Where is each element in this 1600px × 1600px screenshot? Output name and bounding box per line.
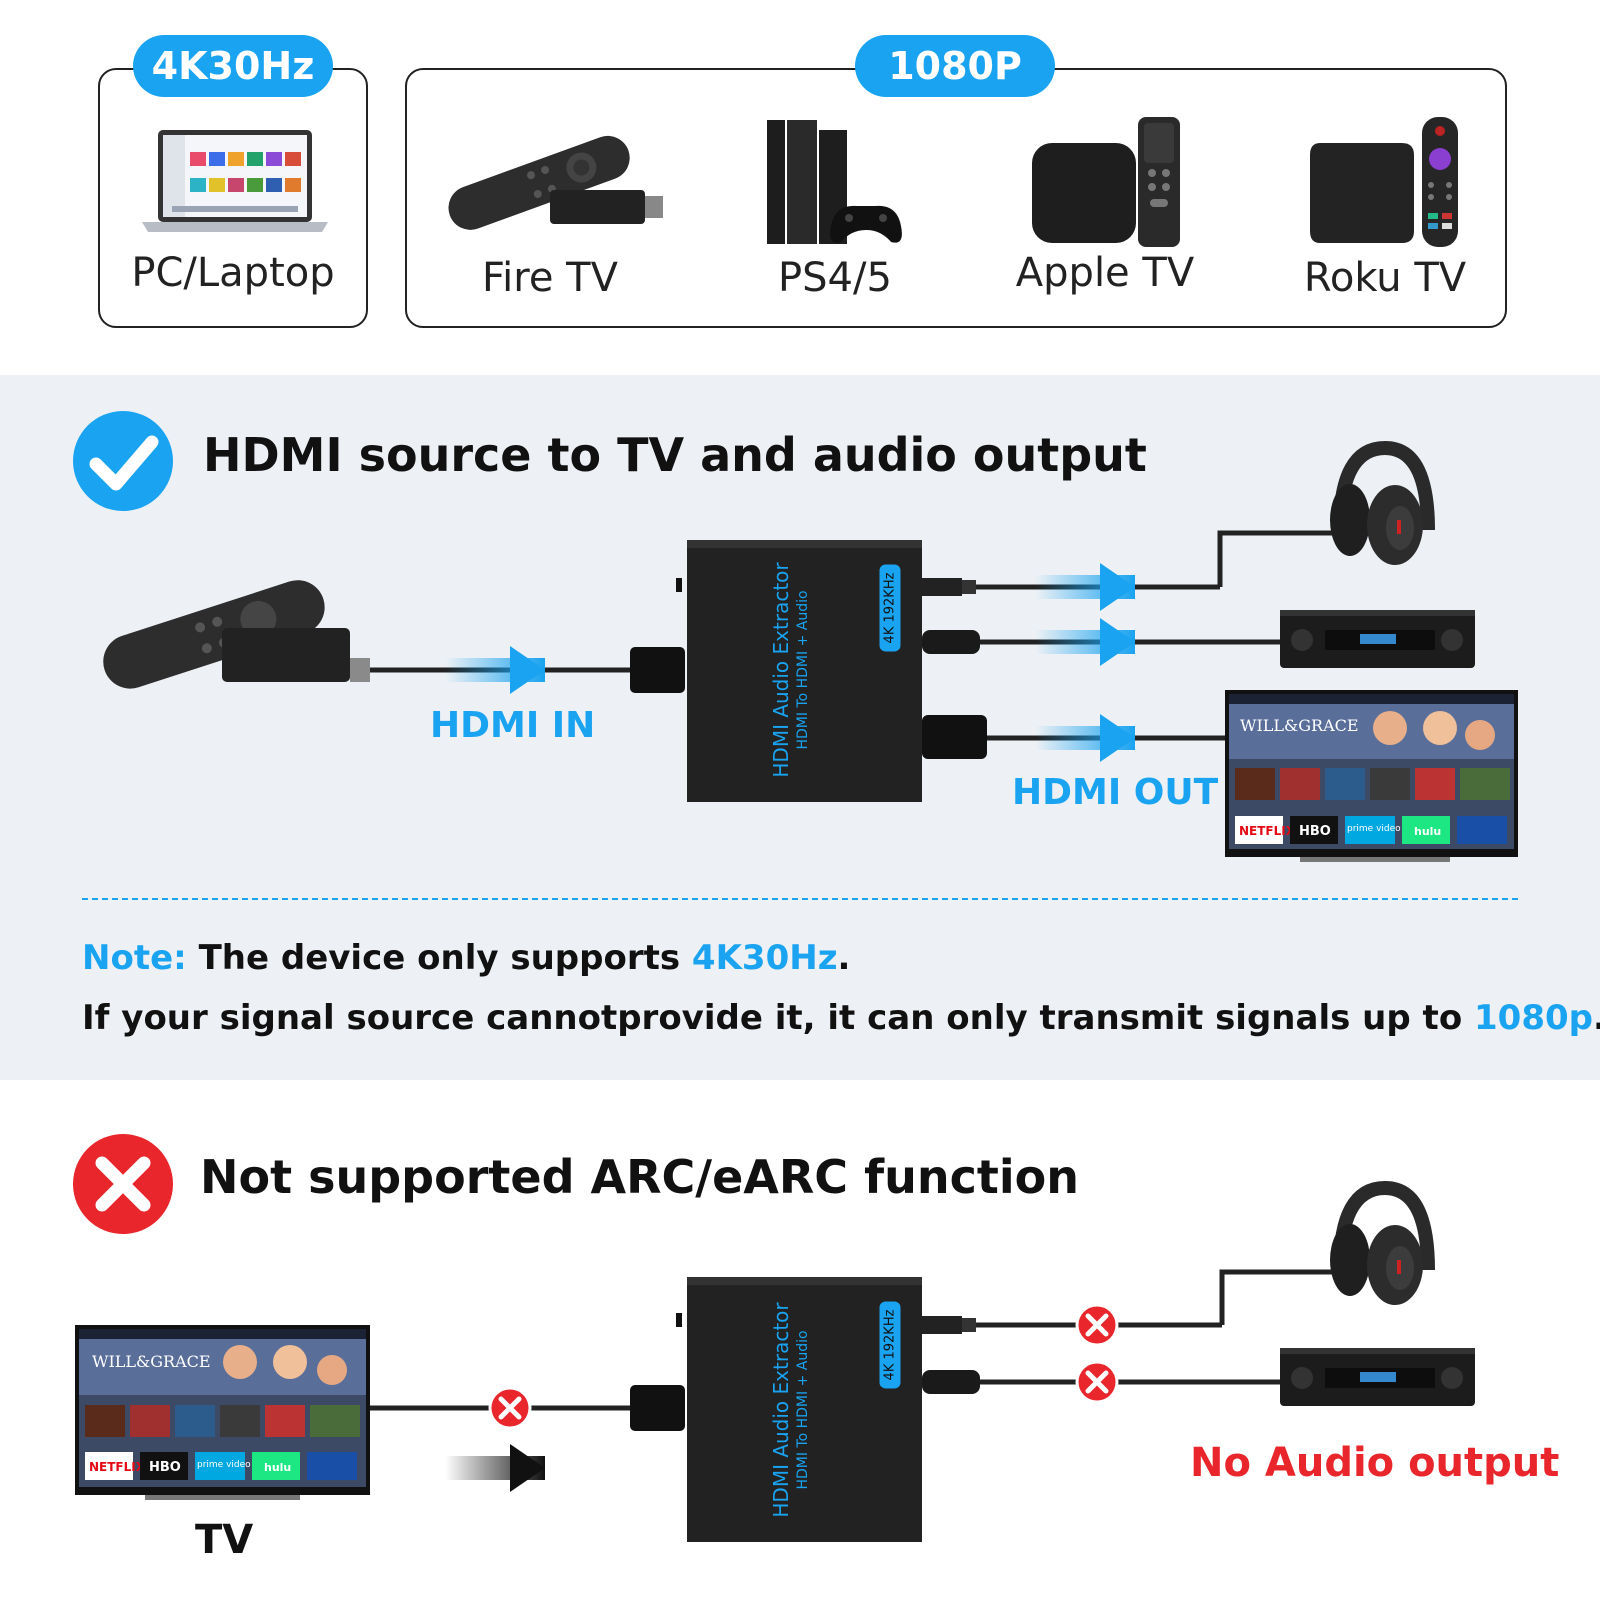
headphones-icon xyxy=(1330,440,1435,565)
svg-text:prime video: prime video xyxy=(1347,824,1401,834)
supported-heading: HDMI source to TV and audio output xyxy=(203,428,1147,482)
divider xyxy=(82,898,1518,900)
note-end: . xyxy=(837,938,851,978)
blocked-headphone-icon xyxy=(1075,1303,1119,1347)
roku-tv-label: Roku TV xyxy=(1303,255,1467,301)
extractor-label-2: HDMI Audio Extractor HDMI To HDMI + Audi… xyxy=(769,1302,814,1518)
fire-tv-stick-icon xyxy=(448,135,663,230)
svg-text:NETFLIX: NETFLIX xyxy=(1239,824,1296,838)
svg-text:WILL&GRACE: WILL&GRACE xyxy=(92,1352,211,1371)
pc-resolution-badge: 4K30Hz xyxy=(133,35,333,97)
check-circle-icon xyxy=(73,411,173,511)
extractor-name-2: HDMI Audio Extractor xyxy=(769,1302,793,1518)
extractor-subtitle-2: HDMI To HDMI + Audio xyxy=(795,1330,811,1490)
svg-text:NETFLIX: NETFLIX xyxy=(89,1460,146,1474)
note-line2-value: 1080p xyxy=(1474,998,1593,1038)
extractor-badge-2: 4K 192KHz xyxy=(879,1301,901,1389)
note-label: Note: xyxy=(82,938,187,978)
blocked-receiver-icon xyxy=(1075,1360,1119,1404)
extractor-subtitle: HDMI To HDMI + Audio xyxy=(795,590,811,750)
blocked-input-icon xyxy=(488,1386,532,1430)
av-receiver-icon-2 xyxy=(1280,1348,1475,1406)
unsupported-heading: Not supported ARC/eARC function xyxy=(200,1150,1079,1204)
extractor-badge-1: 4K 192KHz xyxy=(879,564,901,652)
laptop-icon xyxy=(142,130,328,232)
extractor-name: HDMI Audio Extractor xyxy=(769,562,793,778)
tv-source-icon: WILL&GRACE NETFLIX HBO prime video hulu xyxy=(75,1325,370,1500)
tv-display-icon: WILL&GRACE NETFLIX HBO prime video hulu xyxy=(1225,690,1518,862)
svg-text:hulu: hulu xyxy=(264,1461,291,1474)
hdmi-out-label: HDMI OUT xyxy=(1012,772,1219,813)
connection-diagram-unsupported: WILL&GRACE NETFLIX HBO prime video hulu xyxy=(75,1180,1475,1542)
ps-label: PS4/5 xyxy=(778,255,892,301)
devices-resolution-badge: 1080P xyxy=(855,35,1055,97)
extractor-badge-text: 4K 192KHz xyxy=(882,572,898,644)
tv-label: TV xyxy=(195,1517,254,1563)
note-value: 4K30Hz xyxy=(691,938,838,978)
svg-text:HBO: HBO xyxy=(1299,824,1331,839)
roku-tv-icon xyxy=(1310,117,1458,247)
svg-text:WILL&GRACE: WILL&GRACE xyxy=(1240,716,1359,735)
apple-tv-label: Apple TV xyxy=(1015,250,1195,296)
fire-tv-stick-source-icon xyxy=(103,580,370,689)
extractor-badge-text-2: 4K 192KHz xyxy=(882,1309,898,1381)
note-line2-end: . xyxy=(1593,998,1600,1038)
extractor-label-1: HDMI Audio Extractor HDMI To HDMI + Audi… xyxy=(769,562,814,778)
note-text: The device only supports xyxy=(186,938,692,978)
note-line2-text: If your signal source cannotprovide it, … xyxy=(82,998,1475,1038)
svg-text:HBO: HBO xyxy=(149,1460,181,1475)
svg-text:prime video: prime video xyxy=(197,1460,251,1470)
no-audio-label: No Audio output xyxy=(1190,1440,1560,1486)
connection-diagram-supported: WILL&GRACE NETFLIX HBO prime video hulu xyxy=(103,440,1518,862)
hdmi-in-label: HDMI IN xyxy=(430,705,596,746)
x-circle-icon xyxy=(73,1134,173,1234)
note-line-1: Note: The device only supports 4K30Hz. xyxy=(82,938,850,978)
playstation-icon xyxy=(767,120,902,244)
svg-text:hulu: hulu xyxy=(1414,825,1441,838)
apple-tv-icon xyxy=(1032,117,1180,247)
headphones-icon-2 xyxy=(1330,1180,1435,1305)
pc-label: PC/Laptop xyxy=(131,250,335,296)
av-receiver-icon xyxy=(1280,610,1475,668)
fire-tv-label: Fire TV xyxy=(482,255,618,301)
note-line-2: If your signal source cannotprovide it, … xyxy=(82,998,1600,1038)
